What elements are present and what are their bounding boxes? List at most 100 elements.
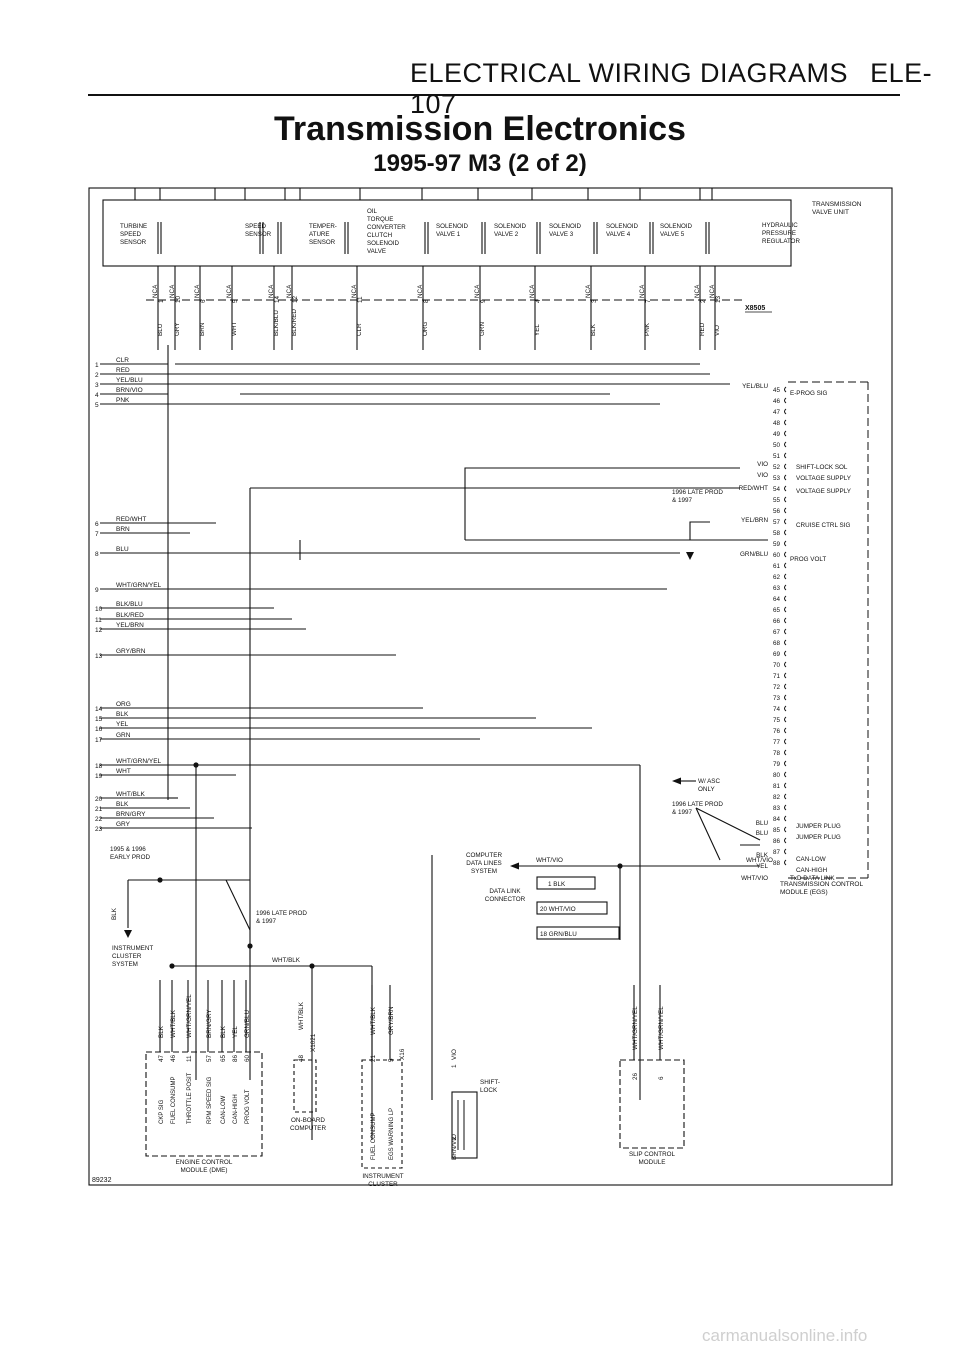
section-name: ELECTRICAL WIRING DIAGRAMS	[410, 58, 849, 88]
valve-unit-component-label: SENSOR	[245, 231, 272, 238]
tcm-pin-number: 77	[773, 739, 781, 746]
tcm-pin-number: 58	[773, 530, 781, 537]
valve-unit-component-label: SENSOR	[309, 239, 336, 246]
tcm-pin-number: 51	[773, 453, 781, 460]
tcm-pin-number: 65	[773, 607, 781, 614]
tcm-pin-connector-icon	[784, 694, 787, 701]
tcm-pin-number: 57	[773, 519, 781, 526]
valve-unit-component-label: SOLENOID	[549, 223, 582, 230]
pin-number: 5	[232, 299, 239, 303]
late-prod-note: & 1997	[256, 918, 276, 925]
wire-color-label: WHT/GRN/YEL	[632, 1006, 639, 1050]
wire-number: 7	[95, 531, 99, 538]
valve-unit-component-label: SOLENOID	[436, 223, 469, 230]
pin-number: 86	[232, 1054, 239, 1062]
wire-color-label: WHT/BLK	[116, 791, 146, 798]
valve-unit-component-label: VALVE 2	[494, 231, 519, 238]
nca-label: NCA	[639, 284, 646, 298]
wire-color-label: RED/WHT	[116, 516, 146, 523]
dlc-pin-label: 20 WHT/VIO	[540, 906, 576, 913]
wire-number: 22	[95, 816, 103, 823]
tcm-pin-number: 49	[773, 431, 781, 438]
tcm-pin-connector-icon	[784, 826, 787, 833]
tcm-pin-connector-icon	[784, 661, 787, 668]
tcm-pin-number: 60	[773, 552, 781, 559]
tcm-pin-connector-icon	[784, 639, 787, 646]
tcm-pin-connector-icon	[784, 628, 787, 635]
tcm-wire-label: VIO	[757, 472, 768, 479]
tcm-pin-connector-icon	[784, 705, 787, 712]
wire-color-label: GRN	[116, 732, 131, 739]
dme-pin-function: FUEL CONSUMP	[171, 1077, 177, 1124]
tcm-function-label: E-PROG SIG	[790, 390, 828, 397]
wire-number: 14	[95, 706, 103, 713]
wire-color-label: BLK/BLU	[116, 601, 143, 608]
tcm-pin-number: 48	[773, 420, 781, 427]
dme-label: MODULE (DME)	[181, 1167, 228, 1174]
tcm-pin-number: 54	[773, 486, 781, 493]
ic-pin-function: FUEL CONSUMP	[371, 1113, 377, 1160]
valve-unit-component-label: VALVE 4	[606, 231, 631, 238]
tcm-pin-number: 59	[773, 541, 781, 548]
arrow-down-icon	[686, 552, 694, 560]
tcm-pin-connector-icon	[784, 507, 787, 514]
instrument-cluster-system-label: INSTRUMENT	[112, 945, 153, 952]
nca-label: NCA	[474, 284, 481, 298]
dme-pin-function: RPM SPEED SIG	[207, 1076, 213, 1124]
wire-number: 8	[95, 551, 99, 558]
tcm-pin-number: 66	[773, 618, 781, 625]
wire-color-label: RED	[699, 322, 706, 336]
pin-number: 11	[357, 296, 364, 303]
pin-number: 46	[170, 1054, 177, 1062]
wire-number: 5	[95, 402, 99, 409]
computer-data-lines-label: SYSTEM	[471, 868, 497, 875]
valve-unit-component-label: HYDRAULIC	[762, 222, 798, 229]
tcm-pin-connector-icon	[784, 485, 787, 492]
nca-label: NCA	[169, 284, 176, 298]
pin-number: 60	[244, 1054, 251, 1062]
valve-unit-component-label: ATURE	[309, 231, 330, 238]
wire-color-label: VIO	[714, 325, 721, 336]
valve-unit-component-label: VALVE	[367, 248, 386, 255]
tcm-pin-number: 76	[773, 728, 781, 735]
wire-color-label: BLK/BLU	[273, 310, 280, 336]
wire-number: 1	[95, 362, 99, 369]
arrow-left-icon	[672, 777, 681, 785]
valve-unit-label: TRANSMISSION	[812, 201, 862, 208]
tcm-pin-connector-icon	[784, 562, 787, 569]
wire-color-label: WHT/GRN/YEL	[116, 758, 162, 765]
tcm-wire-label: YEL	[756, 863, 768, 870]
dme-pin-function: CKP SIG	[159, 1099, 165, 1124]
wire-color-label: GRY	[174, 322, 181, 336]
tcm-pin-number: 46	[773, 398, 781, 405]
pin-number: 9	[480, 299, 487, 303]
tcm-wire-label: RED/WHT	[739, 485, 769, 492]
nca-label: NCA	[585, 284, 592, 298]
wire	[225, 879, 251, 931]
nca-label: NCA	[268, 284, 275, 298]
nca-label: NCA	[709, 284, 716, 298]
pin-number: 11	[186, 1055, 193, 1062]
tcm-pin-number: 86	[773, 838, 781, 845]
wire-color-label: WHT	[116, 768, 131, 775]
wire-color-label: WHT	[231, 322, 238, 336]
tcm-pin-connector-icon	[784, 793, 787, 800]
pin-number: 8	[423, 299, 430, 303]
pin-number: 10	[175, 295, 182, 303]
wire-color-label: CLR	[356, 323, 363, 336]
valve-unit-component-label: CLUTCH	[367, 232, 392, 239]
obc-label: ON-BOARD	[291, 1117, 325, 1124]
obc-label: COMPUTER	[290, 1125, 326, 1132]
tcm-pin-number: 88	[773, 860, 781, 867]
connector-id: X8505	[745, 305, 765, 312]
tcm-pin-connector-icon	[784, 584, 787, 591]
tcm-pin-number: 78	[773, 750, 781, 757]
tcm-pin-number: 84	[773, 816, 781, 823]
dme-pin-function: CAN-HIGH	[233, 1094, 239, 1124]
instrument-cluster-label: INSTRUMENT	[362, 1173, 403, 1180]
valve-unit-component-label: VALVE 1	[436, 231, 461, 238]
pin-number: 2	[451, 1136, 458, 1140]
tcm-pin-connector-icon	[784, 804, 787, 811]
dme-pin-function: PROG VOLT	[245, 1089, 251, 1124]
wire-color-label: GRY	[116, 821, 131, 828]
